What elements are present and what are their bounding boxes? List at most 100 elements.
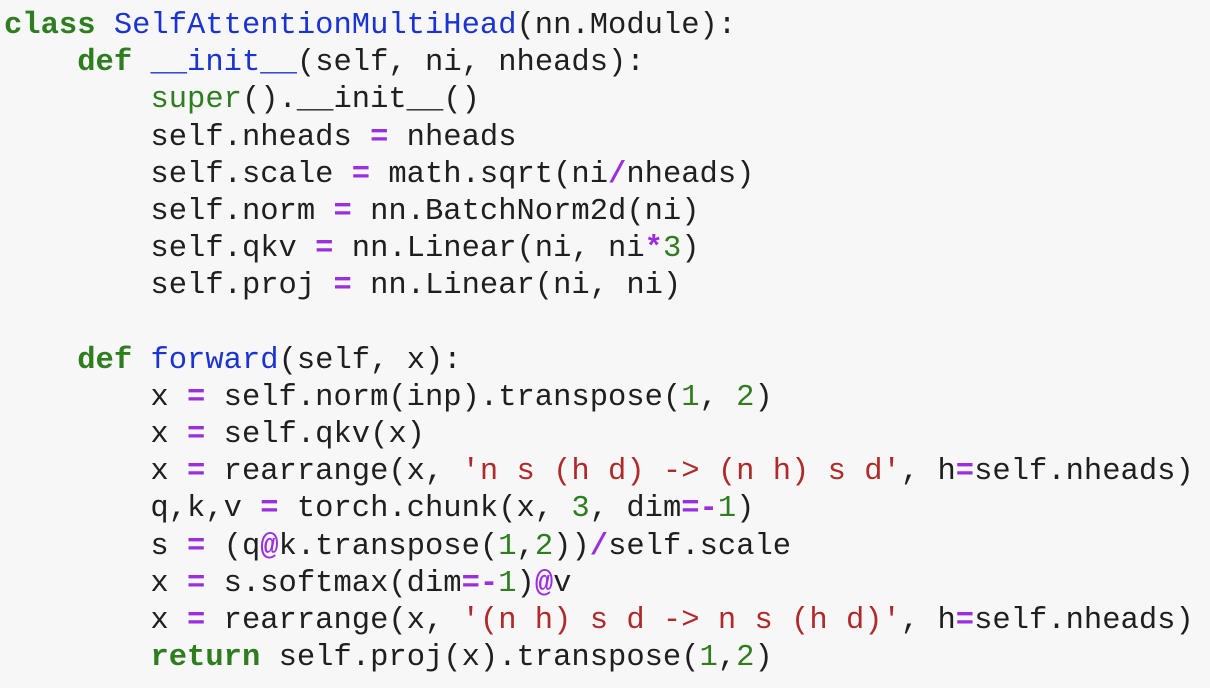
code-token-op: =- [461, 566, 499, 601]
code-token-plain: rearrange(x, [205, 604, 462, 638]
code-token-op: @ [534, 566, 554, 601]
code-token-op: = [260, 492, 279, 527]
code-token-op: = [315, 232, 334, 267]
code-token-op: = [187, 566, 206, 601]
code-line: s = (q@k.transpose(1,2))/self.scale [0, 529, 1210, 566]
code-token-plain: , h [900, 455, 956, 490]
code-token-op: @ [260, 529, 279, 564]
code-token-string: '(n h) s d -> n s (h d)' [461, 604, 901, 638]
code-token-plain: self.qkv(x) [205, 418, 425, 453]
code-token-plain: x [4, 380, 188, 415]
code-token-plain: torch.chunk(x, [278, 492, 572, 527]
code-token-builtin: super [150, 83, 242, 118]
code-token-def: forward [150, 343, 279, 378]
code-token-plain: x [4, 455, 188, 490]
code-line: q,k,v = torch.chunk(x, 3, dim=-1) [0, 491, 1210, 528]
code-token-plain: , [516, 529, 535, 564]
code-token-plain [96, 9, 114, 43]
code-token-plain: , [717, 641, 737, 676]
code-token-op: = [333, 194, 352, 229]
code-token-number: 1 [498, 529, 517, 564]
code-token-op: = [955, 604, 975, 638]
code-token-op: = [187, 455, 206, 490]
code-token-plain [4, 344, 77, 378]
code-token-plain: x [4, 566, 188, 601]
code-token-number: 2 [534, 529, 554, 564]
code-token-plain [4, 641, 150, 675]
code-token-plain: )) [553, 529, 590, 564]
code-token-plain: x [4, 604, 188, 638]
code-token-plain: ) [754, 641, 773, 676]
code-token-plain: self.norm [4, 194, 334, 229]
code-token-number: 1 [681, 380, 700, 415]
code-token-op: = [187, 529, 206, 564]
code-token-op: * [644, 232, 663, 267]
code-token-op: / [589, 529, 609, 564]
code-token-op: = [187, 380, 206, 415]
code-token-op: = [187, 604, 206, 638]
code-line: x = rearrange(x, 'n s (h d) -> (n h) s d… [0, 454, 1210, 491]
code-token-number: 1 [699, 641, 718, 676]
code-token-def: __init__ [150, 46, 297, 81]
code-line: def __init__(self, ni, nheads): [0, 45, 1210, 82]
code-token-op: =- [681, 492, 718, 527]
code-token-op: = [370, 120, 389, 155]
code-token-plain: nn.BatchNorm2d(ni) [351, 194, 700, 229]
code-token-string: 'n s (h d) -> (n h) s d' [461, 455, 901, 490]
code-line [0, 306, 1210, 343]
code-line: self.scale = math.sqrt(ni/nheads) [0, 157, 1210, 194]
code-token-plain: s [4, 529, 188, 564]
code-token-keyword: class [4, 9, 96, 43]
code-line: def forward(self, x): [0, 343, 1210, 380]
code-token-op: = [351, 157, 371, 192]
code-token-keyword: return [150, 641, 261, 676]
code-token-plain: rearrange(x, [205, 455, 462, 490]
code-token-plain: self.scale [608, 529, 792, 564]
code-token-keyword: def [77, 343, 133, 378]
code-token-plain [132, 46, 150, 80]
code-token-plain: (self, ni, nheads): [296, 46, 645, 81]
code-token-plain: ) [754, 380, 773, 415]
code-token-plain: self.norm(inp).transpose( [205, 380, 682, 415]
code-token-number: 2 [736, 380, 755, 415]
code-token-keyword: def [77, 46, 133, 81]
code-token-plain [4, 46, 77, 80]
code-line: x = rearrange(x, '(n h) s d -> n s (h d)… [0, 603, 1210, 640]
code-token-plain: self.nheads) [974, 604, 1194, 638]
code-token-plain: (self, x): [278, 343, 462, 378]
code-token-plain: q,k,v [4, 492, 261, 527]
code-token-plain: , h [900, 604, 956, 638]
code-line: self.norm = nn.BatchNorm2d(ni) [0, 194, 1210, 231]
code-token-number: 1 [498, 566, 517, 601]
code-token-number: 2 [736, 641, 755, 676]
code-token-plain: self.scale [4, 157, 352, 192]
code-token-plain: ) [516, 566, 535, 601]
code-token-plain: ) [736, 492, 755, 527]
code-line: super().__init__() [0, 82, 1210, 119]
code-token-plain: x [4, 418, 188, 453]
code-token-plain: ) [681, 232, 700, 267]
code-token-number: 3 [571, 492, 590, 527]
code-token-plain: self.proj [4, 269, 334, 304]
code-token-plain [4, 83, 150, 117]
code-line: class SelfAttentionMultiHead(nn.Module): [0, 8, 1210, 45]
code-line: return self.proj(x).transpose(1,2) [0, 640, 1210, 677]
code-token-op: / [608, 157, 627, 192]
code-token-plain: self.qkv [4, 232, 316, 267]
code-token-plain: ().__init__() [241, 83, 480, 118]
code-token-op: = [955, 455, 975, 490]
code-token-plain: nn.Linear(ni, ni) [351, 269, 682, 304]
code-token-plain [132, 344, 150, 378]
code-token-plain: nheads) [626, 157, 755, 192]
code-token-plain: (nn.Module): [516, 9, 737, 43]
code-token-plain: , [699, 380, 737, 415]
code-line: x = self.qkv(x) [0, 417, 1210, 454]
code-token-plain: nheads [388, 120, 517, 155]
code-token-plain: self.nheads) [974, 455, 1194, 490]
code-token-number: 3 [662, 232, 682, 267]
code-token-plain: s.softmax(dim [205, 566, 462, 601]
code-line: self.qkv = nn.Linear(ni, ni*3) [0, 231, 1210, 268]
code-token-plain: self.proj(x).transpose( [260, 641, 700, 676]
code-token-op: = [333, 269, 352, 304]
